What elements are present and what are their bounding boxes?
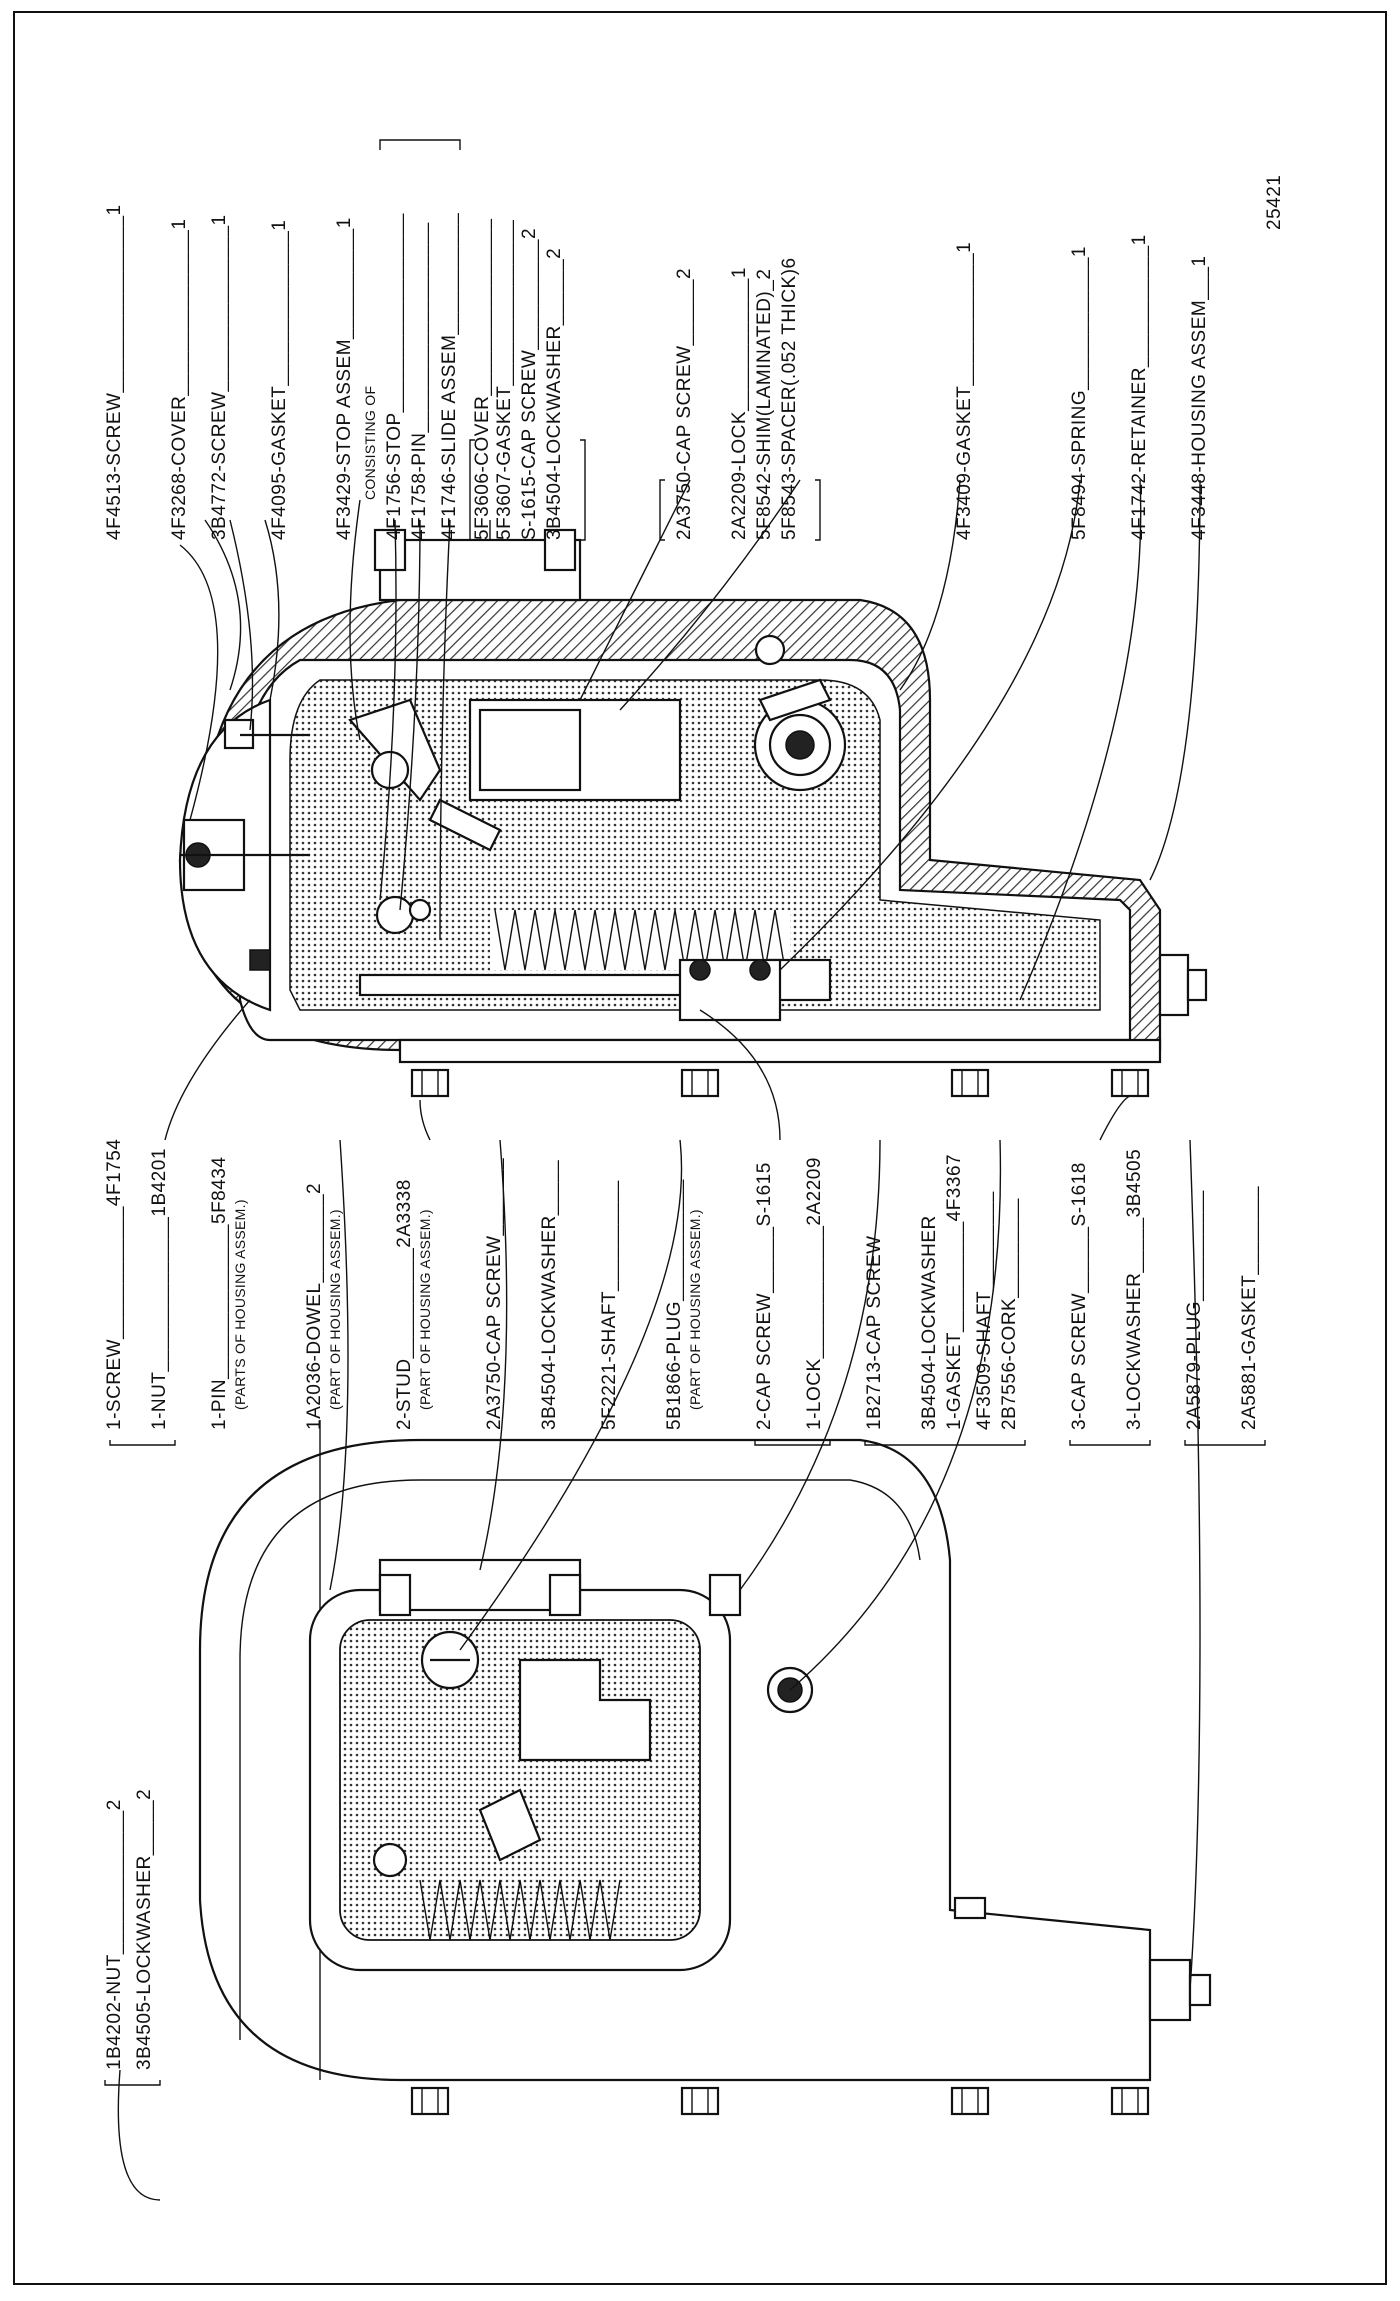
callout-3b4504-lower: 3B4504-LOCKWASHER_____ (539, 1160, 560, 1430)
callout-4f3509: 4F3509-SHAFT_________ (974, 1191, 995, 1430)
callout-5f2221: 5F2221-SHAFT__________ (599, 1180, 620, 1430)
bottom-plate (398, 1038, 1162, 1064)
callout-5f8543: 5F8543-SPACER(.052 THICK)6 (779, 257, 800, 540)
leader-lines (117, 479, 1201, 2201)
callout-2a5879: 2A5879-PLUG__________ (1184, 1190, 1205, 1430)
page-border (13, 11, 1387, 2285)
callout-5f8494: 5F8494-SPRING____________1 (1069, 246, 1090, 540)
callout-3-lockwasher: 3-LOCKWASHER_____3B4505 (1124, 1149, 1145, 1430)
callout-s1615: S-1615-CAP SCREW__________2 (519, 228, 540, 540)
callout-dowel: 1A2036-DOWEL________2 (304, 1183, 325, 1430)
callout-3-cap-screw: 3-CAP SCREW______S-1618 (1069, 1162, 1090, 1430)
callout-pin-note: (PARTS OF HOUSING ASSEM.) (232, 1199, 248, 1410)
callout-4f3409: 4F3409-GASKET____________1 (954, 242, 975, 540)
callout-2b7556: 2B7556-CORK_________ (999, 1198, 1020, 1430)
bottom-exterior-view (198, 1420, 1212, 2116)
callout-5b1866: 5B1866-PLUG___________ (664, 1179, 685, 1430)
callout-5f3606: 5F3606-COVER________________ (472, 219, 493, 540)
callout-2a3750: 2A3750-CAP SCREW______2 (674, 268, 695, 540)
left-callouts: 1B4202-NUT_____________2 3B4505-LOCKWASH… (104, 1789, 161, 2086)
figure-number: 25421 (1264, 175, 1285, 230)
callout-plug-note: (PART OF HOUSING ASSEM.) (687, 1209, 703, 1410)
callout-stud-note: (PART OF HOUSING ASSEM.) (417, 1209, 433, 1410)
callout-1b4202: 1B4202-NUT_____________2 (104, 1799, 125, 2070)
callout-3b4504: 3B4504-LOCKWASHER______2 (544, 248, 565, 540)
callout-1b2713: 1B2713-CAP SCREW (864, 1235, 885, 1430)
top-view-callouts: 4F4513-SCREW________________1 4F3268-COV… (104, 175, 1285, 540)
callout-consisting-of: CONSISTING OF (362, 386, 378, 500)
callout-4f4095: 4F4095-GASKET______________1 (269, 220, 290, 540)
callout-4f3448: 4F3448-HOUSING ASSEM___1 (1189, 256, 1210, 540)
callout-2a5881: 2A5881-GASKET________ (1239, 1186, 1260, 1430)
callout-3b4504-b: 3B4504-LOCKWASHER (919, 1215, 940, 1430)
callout-dowel-note: (PART OF HOUSING ASSEM.) (327, 1209, 343, 1410)
callout-4f3429: 4F3429-STOP ASSEM__________1 (334, 217, 355, 540)
callout-2a2209: 2A2209-LOCK____________1 (729, 267, 750, 540)
callout-4f3268: 4F3268-COVER_______________1 (169, 219, 190, 540)
callout-4f1742: 4F1742-RETAINER___________1 (1129, 234, 1150, 540)
callout-5f8542: 5F8542-SHIM(LAMINATED)_2 (754, 269, 775, 540)
base-bolts-lower (410, 2086, 1150, 2116)
callout-1-screw: 1-SCREW____________4F1754 (104, 1139, 125, 1430)
callout-1-pin: 1-PIN______________5F8434 (209, 1157, 230, 1430)
callout-2-cap-screw: 2-CAP SCREW______S-1615 (754, 1162, 775, 1430)
lower-brackets (109, 1440, 1266, 1446)
bottom-view-callouts: 1-SCREW____________4F1754 1-NUT_________… (104, 1139, 1260, 1430)
base-bolts (410, 1068, 1150, 1098)
callout-4f1758: 4F1758-PIN___________________ (409, 222, 430, 540)
callout-3b4505: 3B4505-LOCKWASHER_____2 (134, 1789, 155, 2070)
callout-3b4772: 3B4772-SCREW_______________1 (209, 214, 230, 540)
callout-1-nut: 1-NUT______________1B4201 (149, 1148, 170, 1430)
callout-4f4513: 4F4513-SCREW________________1 (104, 204, 125, 540)
callout-stud: 2-STUD__________2A3338 (394, 1179, 415, 1430)
callout-4f1746: 4F1746-SLIDE ASSEM___________ (439, 213, 460, 540)
callout-1-lock: 1-LOCK____________2A2209 (804, 1157, 825, 1430)
group-brackets (379, 139, 821, 541)
callout-2a3750-lower: 2A3750-CAP SCREW_______ (484, 1158, 505, 1430)
callout-1-gasket: 1-GASKET__________4F3367 (944, 1154, 965, 1430)
callout-5f3607: 5F3607-GASKET_______________ (494, 220, 515, 540)
top-section-view (178, 528, 1208, 1098)
callout-4f1756: 4F1756-STOP__________________ (384, 213, 405, 540)
